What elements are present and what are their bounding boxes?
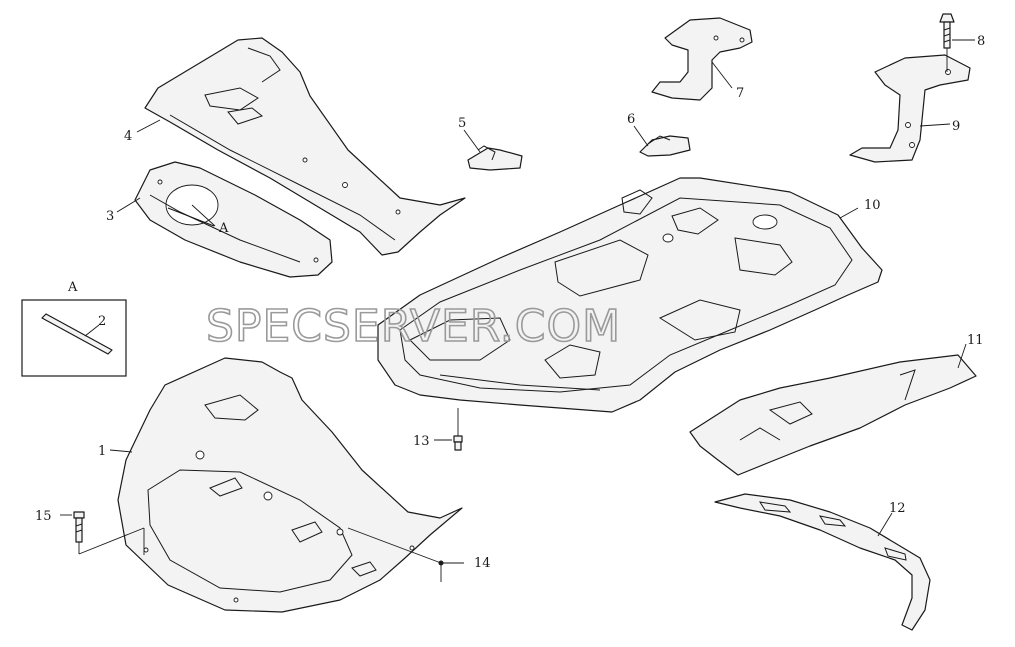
callout-8: 8: [977, 34, 985, 49]
callout-9: 9: [952, 119, 960, 134]
callout-3: 3: [106, 209, 114, 224]
watermark-text: SPECSERVER.COM: [206, 301, 621, 352]
callout-a-ref: A: [218, 221, 229, 236]
part-8-bolt: [939, 13, 955, 49]
part-3-tray: [134, 161, 333, 278]
callout-6: 6: [627, 112, 635, 127]
callout-5: 5: [458, 116, 466, 131]
callout-13: 13: [413, 434, 430, 449]
callout-1: 1: [98, 444, 106, 459]
part-4-shield: [144, 37, 466, 256]
inset-box: [21, 299, 127, 377]
callout-4: 4: [124, 129, 132, 144]
callout-14: 14: [474, 556, 491, 571]
callout-12: 12: [889, 501, 906, 516]
part-5-clip: [467, 145, 523, 171]
callout-10: 10: [864, 198, 881, 213]
part-9-bracket: [849, 54, 971, 163]
part-11-bracket: [689, 354, 977, 476]
part-12-strip: [714, 493, 931, 631]
part-1-floor-panel: [117, 357, 463, 613]
inset-title: A: [67, 280, 78, 295]
part-10-main-body: [377, 177, 883, 413]
callout-7: 7: [736, 86, 744, 101]
callout-11: 11: [967, 333, 984, 348]
callout-15: 15: [35, 509, 52, 524]
part-15-bolt: [73, 511, 85, 543]
callout-2: 2: [98, 314, 106, 329]
part-7-bracket: [651, 17, 753, 101]
part-6-clip: [639, 135, 691, 157]
part-13-screw: [453, 435, 463, 451]
leader-lines: [60, 39, 975, 582]
